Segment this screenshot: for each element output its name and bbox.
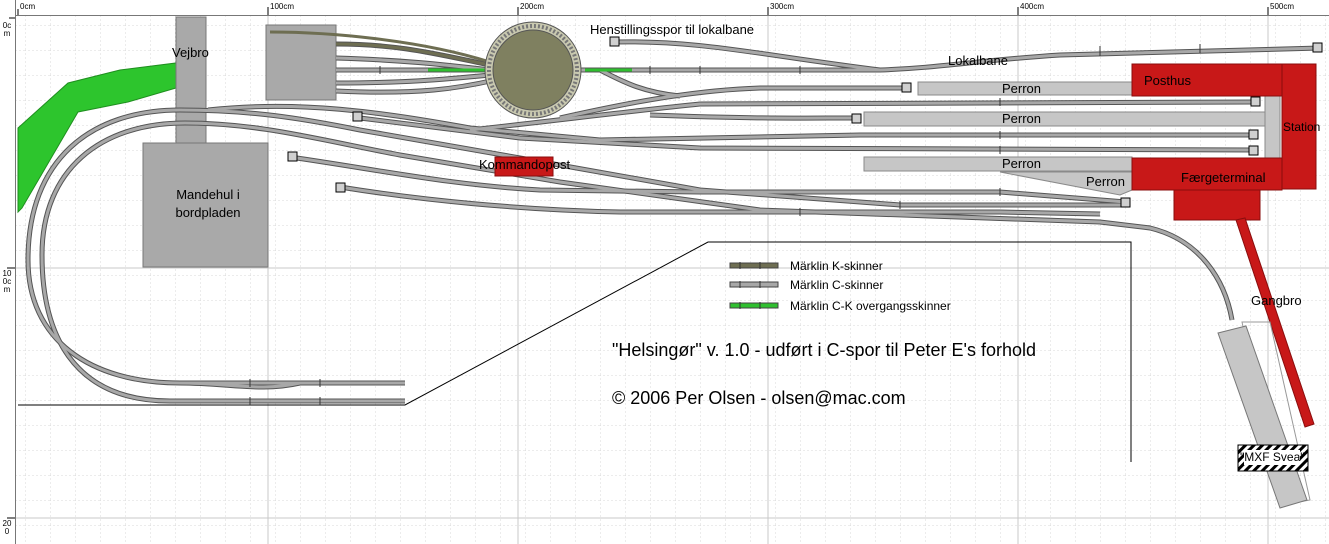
label-faergeterminal: Færgeterminal bbox=[1181, 170, 1266, 185]
ruler-label-200: 200cm bbox=[520, 2, 545, 11]
label-mxf-svea: "MXF Svea" bbox=[1240, 450, 1305, 464]
tracks-k bbox=[269, 30, 491, 67]
label-perron-3: Perron bbox=[1002, 156, 1042, 171]
vruler-label-0: 0cm bbox=[2, 21, 12, 38]
label-lokalbane: Lokalbane bbox=[948, 53, 1008, 68]
grass-area bbox=[17, 62, 177, 214]
vruler-label-100: 100cm bbox=[2, 269, 12, 294]
label-mandehul: Mandehul i bordpladen bbox=[175, 187, 241, 220]
platforms bbox=[863, 81, 1281, 196]
engine-shed bbox=[265, 24, 337, 101]
label-posthus: Posthus bbox=[1144, 73, 1191, 88]
buffer-stops bbox=[287, 36, 1323, 208]
turntable bbox=[484, 21, 582, 119]
ferry bbox=[1217, 321, 1311, 509]
ruler-label-0: 0cm bbox=[20, 2, 36, 11]
label-vejbro: Vejbro bbox=[172, 45, 209, 60]
plan-title: "Helsingør" v. 1.0 - udført i C-spor til… bbox=[612, 340, 1037, 360]
manhole-block bbox=[142, 142, 269, 268]
ruler-label-400: 400cm bbox=[1020, 2, 1045, 11]
label-henstillingsspor: Henstillingsspor til lokalbane bbox=[590, 22, 755, 37]
ruler-label-300: 300cm bbox=[770, 2, 795, 11]
label-kommandopost: Kommandopost bbox=[479, 157, 571, 172]
legend-label-k: Märklin K-skinner bbox=[790, 259, 883, 273]
horizontal-ruler bbox=[0, 0, 1329, 16]
label-perron-2: Perron bbox=[1002, 111, 1042, 126]
ruler-label-100: 100cm bbox=[270, 2, 295, 11]
track-ties bbox=[249, 44, 1201, 405]
plan-copyright: © 2006 Per Olsen - olsen@mac.com bbox=[612, 388, 906, 408]
label-perron-1: Perron bbox=[1002, 81, 1042, 96]
legend-label-c: Märklin C-skinner bbox=[790, 278, 884, 292]
board-outline bbox=[18, 241, 1132, 462]
red-buildings bbox=[494, 63, 1317, 428]
legend-label-ck: Märklin C-K overgangsskinner bbox=[790, 299, 951, 313]
vertical-ruler bbox=[0, 0, 16, 544]
ruler-label-500: 500cm bbox=[1270, 2, 1295, 11]
label-perron-4: Perron bbox=[1086, 174, 1126, 189]
label-gangbro: Gangbro bbox=[1251, 293, 1302, 308]
vruler-label-200: 200 bbox=[2, 519, 12, 536]
label-station: Station bbox=[1283, 120, 1321, 134]
legend-swatches bbox=[729, 262, 779, 309]
